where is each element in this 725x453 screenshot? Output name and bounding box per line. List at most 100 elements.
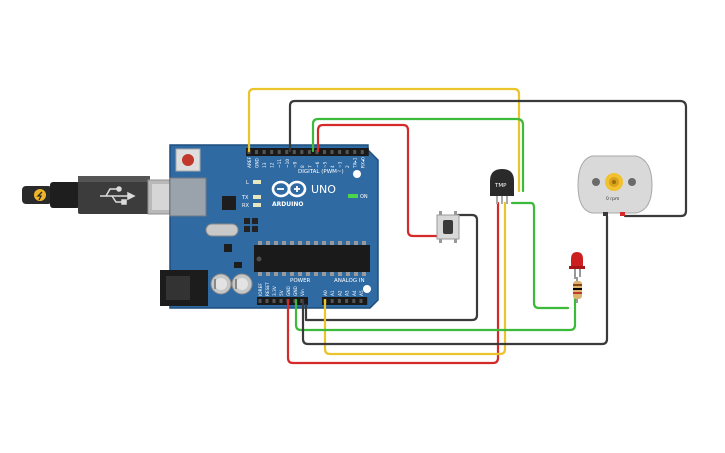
digital-pin-label: 4 [330, 165, 336, 168]
power-pin-label: GND [286, 285, 292, 296]
pushbutton[interactable] [436, 211, 460, 243]
wire-red-bottom [286, 201, 500, 365]
brand-label: ARDUINO [272, 201, 303, 208]
digital-header [246, 148, 369, 156]
analog-pin-label: A2 [337, 290, 343, 296]
power-pin-label: RESET [265, 282, 271, 296]
chip-pin [306, 241, 310, 245]
resistor[interactable] [573, 277, 582, 303]
capacitor [210, 273, 232, 295]
analog-pin[interactable] [345, 299, 349, 303]
motor-terminal [592, 178, 600, 186]
digital-pin-label: 2 [345, 165, 351, 168]
digital-pin[interactable] [292, 150, 296, 154]
motor-lead-black [603, 212, 608, 216]
digital-pin[interactable] [338, 150, 342, 154]
chip-pin [322, 272, 326, 276]
analog-strip [322, 297, 368, 305]
chip-pin [298, 241, 302, 245]
digital-pin-label: GND [255, 157, 261, 168]
digital-pin-label: ~3 [338, 161, 344, 168]
model-label: UNO [311, 183, 336, 196]
digital-pin[interactable] [315, 150, 319, 154]
wire-black-button [304, 213, 479, 322]
analog-pin[interactable] [330, 299, 334, 303]
digital-pin-label: ~10 [285, 159, 291, 168]
digital-pin[interactable] [277, 150, 281, 154]
chip-pin [338, 241, 342, 245]
chip-pin [314, 241, 318, 245]
chip-pin [282, 272, 286, 276]
dc-motor[interactable]: 0 rpm [577, 155, 653, 216]
analog-pin[interactable] [352, 299, 356, 303]
power-pin-label: Vin [300, 289, 306, 296]
digital-pin[interactable] [353, 150, 357, 154]
chip-pin [298, 272, 302, 276]
digital-pin[interactable] [262, 150, 266, 154]
digital-pin[interactable] [345, 150, 349, 154]
digital-pin[interactable] [307, 150, 311, 154]
digital-pin-label: 8 [300, 165, 306, 168]
led-l-label: L [246, 180, 249, 186]
analog-pin-label: A5 [359, 290, 365, 296]
digital-pin[interactable] [300, 150, 304, 154]
digital-pin[interactable] [285, 150, 289, 154]
chip-pin [330, 241, 334, 245]
digital-pin-label: 7 [307, 165, 313, 168]
chip-pin [266, 241, 270, 245]
digital-pin[interactable] [360, 150, 364, 154]
led-rx [253, 203, 261, 207]
chip-pin [362, 272, 366, 276]
digital-pin-label: 12 [270, 162, 276, 168]
power-pin[interactable] [258, 299, 262, 303]
analog-pin-label: A0 [323, 290, 329, 296]
digital-pin[interactable] [255, 150, 259, 154]
red-led[interactable] [569, 252, 585, 279]
digital-pin-label: AREF [247, 156, 253, 168]
chip-pin [354, 272, 358, 276]
mounting-hole [353, 170, 361, 178]
power-pin-label: 3.3V [272, 286, 278, 296]
chip-pin [306, 272, 310, 276]
digital-pin[interactable] [323, 150, 326, 154]
chip-pin [274, 272, 278, 276]
digital-pin[interactable] [330, 150, 334, 154]
power-header-label: POWER [290, 278, 311, 284]
power-pin[interactable] [272, 299, 276, 303]
chip-pin [322, 241, 326, 245]
motor-speed-label: 0 rpm [606, 196, 619, 202]
tmp36-temperature-sensor[interactable]: TMP [490, 169, 514, 204]
digital-pin-label: 13 [262, 162, 268, 168]
chip-pin [338, 272, 342, 276]
motor-lead-red [620, 212, 625, 216]
usb-cable[interactable] [22, 176, 177, 215]
reset-button[interactable] [175, 148, 201, 172]
analog-pin-label: A4 [352, 290, 358, 296]
tmp-sensor-label: TMP [494, 183, 507, 189]
chip-pin [346, 241, 350, 245]
usb-jack [169, 177, 207, 217]
analog-pin[interactable] [359, 299, 363, 303]
chip-pin [330, 272, 334, 276]
power-pin[interactable] [265, 299, 269, 303]
wire-green-top [311, 117, 525, 193]
atmega-chip [254, 241, 370, 276]
digital-pin[interactable] [270, 150, 274, 154]
wire-green-right [510, 201, 570, 310]
digital-pin-label: TX▸1 [353, 157, 359, 169]
led-tx-label: TX [241, 195, 249, 201]
capacitor [231, 273, 253, 295]
wire-yellow-top [247, 87, 521, 193]
chip-pin [354, 241, 358, 245]
icsp-header [244, 218, 258, 232]
led-on [348, 194, 358, 198]
power-pin[interactable] [279, 299, 283, 303]
motor-shaft-gear-icon [605, 173, 623, 191]
wires [247, 87, 688, 365]
analog-pin[interactable] [337, 299, 341, 303]
chip-pin [290, 272, 294, 276]
power-pin-label: IOREF [258, 283, 264, 296]
motor-terminal [628, 178, 636, 186]
